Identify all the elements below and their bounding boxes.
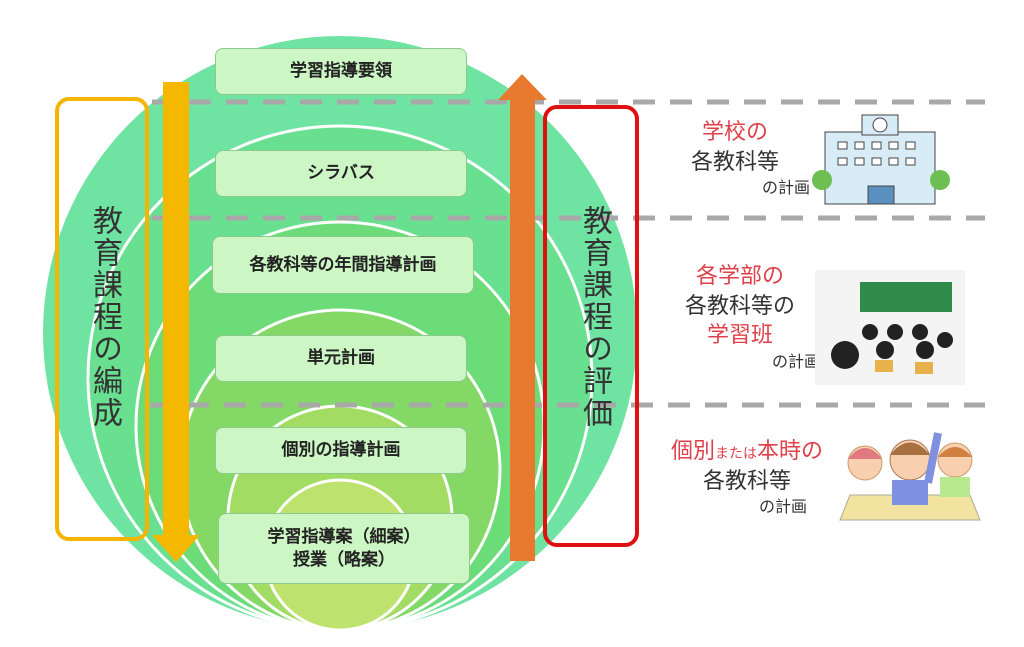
curriculum-formation-label: 教育課程の編成 (87, 205, 122, 429)
level-school-text: 学校の 各教科等 の計画 (660, 118, 810, 199)
box-label: 個別の指導計画 (281, 440, 401, 461)
down-arrow (152, 82, 200, 562)
level-individual-red-b: 本時の (757, 439, 824, 464)
curriculum-formation-frame (55, 97, 149, 541)
level-individual-text: 個別または本時の 各教科等 の計画 (662, 437, 832, 518)
level-department-text: 各学部の 各教科等の 学習班 の計画 (660, 262, 820, 373)
box-label: 各教科等の年間指導計画 (249, 254, 437, 275)
level-school-red: 学校の (701, 120, 768, 145)
up-arrow (498, 74, 547, 561)
level-individual-red-small: または (715, 446, 757, 462)
box-individual-plan: 個別の指導計画 (215, 427, 467, 474)
dashed-dividers (150, 99, 985, 408)
box-syllabus: シラバス (215, 150, 467, 197)
box-label: 学習指導要領 (290, 61, 392, 82)
school-building-icon (812, 114, 950, 205)
level-school-main: 各教科等 (690, 149, 779, 175)
level-department-red2: 学習班 (706, 323, 773, 349)
level-department-suffix: の計画 (771, 352, 820, 372)
students-raising-hands-icon (839, 432, 981, 521)
box-label-line2: 授業（略案） (293, 549, 395, 570)
box-label: 単元計画 (307, 348, 375, 369)
level-school-suffix: の計画 (761, 178, 810, 198)
level-department-red: 各学部の (695, 264, 784, 289)
level-individual-main: 各教科等 (702, 468, 791, 494)
curriculum-evaluation-frame (543, 105, 639, 547)
box-course-of-study: 学習指導要領 (215, 48, 467, 95)
box-label: シラバス (307, 163, 375, 184)
curriculum-evaluation-label: 教育課程の評価 (577, 205, 612, 429)
classroom-icon (815, 270, 965, 385)
level-individual-red-a: 個別 (670, 439, 715, 464)
box-annual-plan: 各教科等の年間指導計画 (212, 236, 474, 294)
box-lesson-plan: 学習指導案（細案） 授業（略案） (218, 513, 470, 584)
level-department-main: 各教科等の (684, 293, 795, 319)
level-individual-suffix: の計画 (758, 497, 807, 517)
box-label-line1: 学習指導案（細案） (267, 527, 421, 548)
box-unit-plan: 単元計画 (215, 335, 467, 382)
